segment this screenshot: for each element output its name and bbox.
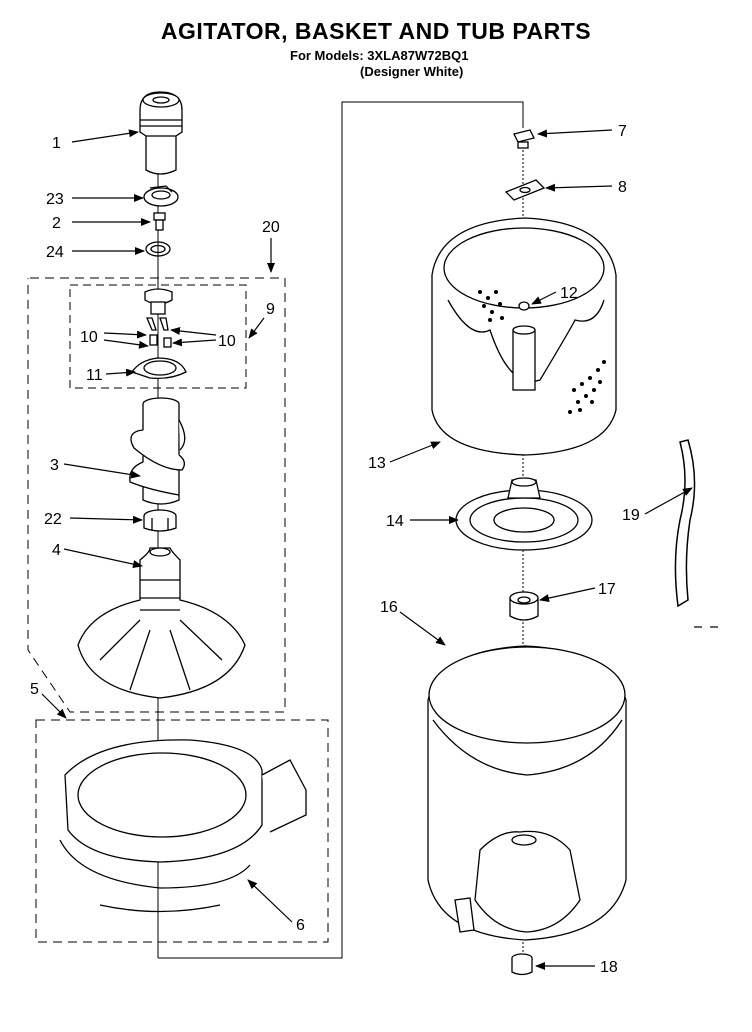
callout-18: 18 <box>600 959 618 976</box>
callout-20: 20 <box>262 219 280 236</box>
callout-1: 1 <box>52 135 61 152</box>
callout-8: 8 <box>618 179 627 196</box>
bolt-part <box>153 212 166 231</box>
clip-part <box>143 185 179 207</box>
callout-3: 3 <box>50 457 59 474</box>
drive-hub-part <box>455 477 593 551</box>
diagram-title: AGITATOR, BASKET AND TUB PARTS <box>160 18 592 44</box>
callout-23: 23 <box>46 191 64 208</box>
assembly-box-5 <box>35 719 329 943</box>
callout-5: 5 <box>30 681 39 698</box>
callout-7: 7 <box>618 123 627 140</box>
model-number: For Models: 3XLA87W72BQ1 <box>290 48 469 63</box>
model-info: For Models: 3XLA87W72BQ1 (Designer White… <box>290 48 550 80</box>
callout-2: 2 <box>52 215 61 232</box>
spin-bearing-part <box>509 591 539 621</box>
callout-9: 9 <box>266 301 275 318</box>
callout-19: 19 <box>622 507 640 524</box>
callout-6: 6 <box>296 917 305 934</box>
callout-10-right: 10 <box>218 333 236 350</box>
drive-fitting-part <box>511 953 533 976</box>
tub-ring-part <box>59 739 307 913</box>
agitator-cap-part <box>139 91 183 175</box>
outer-tub-part <box>427 645 627 941</box>
leader-lines <box>41 129 693 970</box>
callout-numbers: 1 23 2 24 20 9 10 10 11 3 22 4 5 6 7 8 1… <box>30 123 640 976</box>
callout-13: 13 <box>368 455 386 472</box>
nut-part <box>513 129 535 149</box>
basket-part <box>431 217 617 456</box>
assembly-box-9 <box>69 284 247 389</box>
model-color: (Designer White) <box>360 64 464 79</box>
callout-24: 24 <box>46 244 64 261</box>
basket-perforations <box>478 290 606 414</box>
seal-part <box>504 179 546 201</box>
callout-16: 16 <box>380 599 398 616</box>
callout-11: 11 <box>86 367 103 384</box>
callout-14: 14 <box>386 513 404 530</box>
bearing-part <box>143 509 177 532</box>
agitator-dogs-part <box>130 288 187 380</box>
agitator-base-part <box>77 547 246 699</box>
callout-22: 22 <box>44 511 62 528</box>
callout-4: 4 <box>52 542 61 559</box>
callout-10-left: 10 <box>80 329 98 346</box>
callout-17: 17 <box>598 581 616 598</box>
assembly-box-20 <box>27 277 286 713</box>
strap-part <box>674 439 696 608</box>
callout-12: 12 <box>560 285 578 302</box>
o-ring-part <box>145 241 171 257</box>
auger-part <box>129 397 186 505</box>
